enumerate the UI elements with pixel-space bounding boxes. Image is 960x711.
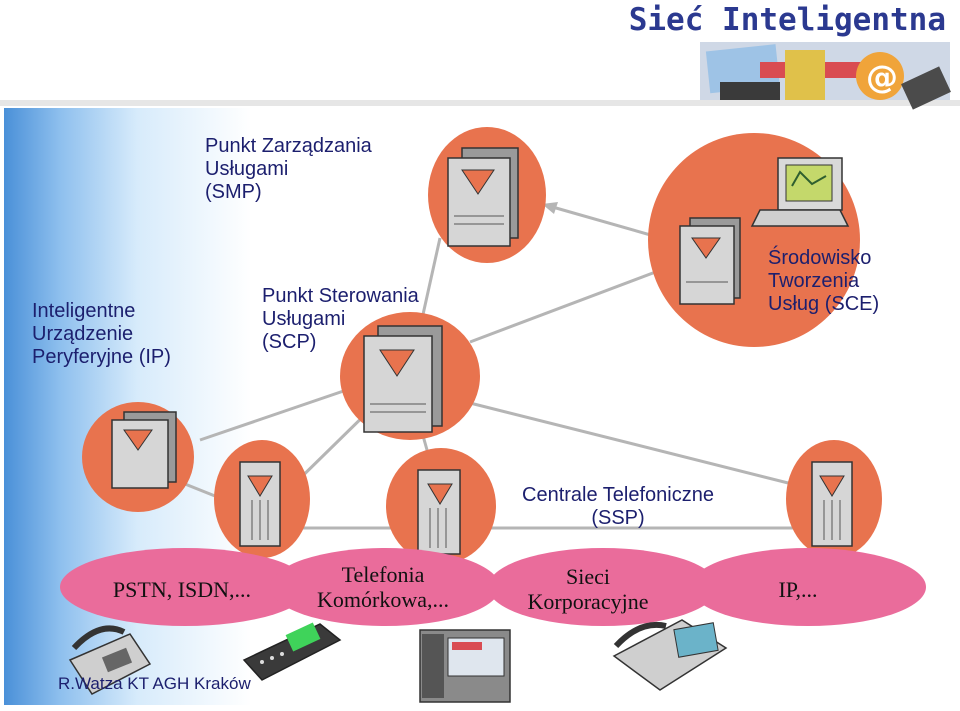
footer-credit: R.Watza KT AGH Kraków — [58, 674, 251, 693]
desk-phone-icon — [68, 625, 152, 695]
network-label-pstn: PSTN, ISDN,... — [112, 577, 252, 602]
smp-label: Punkt Zarządzania Usługami (SMP) — [205, 135, 372, 203]
ssp-switch-icon-2 — [417, 469, 461, 555]
ip-phone-icon — [419, 629, 511, 703]
ip-server-icon — [111, 411, 177, 489]
scp-label: Punkt Sterowania Usługami (SCP) — [262, 285, 419, 353]
sce-server-icon — [679, 217, 741, 305]
ssp-switch-icon-1 — [239, 461, 281, 547]
mobile-phone-icon — [242, 622, 342, 681]
ip-label: Inteligentne Urządzenie Peryferyjne (IP) — [32, 300, 171, 368]
office-phone-icon — [612, 619, 728, 691]
slide-title: Sieć Inteligentna — [628, 2, 946, 38]
scp-server-icon — [363, 325, 443, 433]
network-oval-ip — [690, 548, 926, 626]
network-label-corporate: Sieci Korporacyjne — [527, 564, 649, 614]
ssp-switch-icon-3 — [811, 461, 853, 547]
sce-label: Środowisko Tworzenia Usług (SCE) — [768, 247, 880, 315]
ssp-label: Centrale Telefoniczne (SSP) — [522, 484, 714, 529]
network-label-ip: IP,... — [778, 577, 818, 602]
smp-server-icon — [447, 147, 519, 247]
workstation-icon — [750, 157, 850, 227]
network-label-mobile: Telefonia Komórkowa,... — [317, 562, 449, 612]
network-oval-corporate — [488, 548, 718, 626]
network-oval-mobile — [270, 548, 500, 626]
header-divider — [0, 100, 960, 106]
network-oval-pstn — [60, 548, 310, 626]
svg-text:@: @ — [866, 58, 898, 96]
